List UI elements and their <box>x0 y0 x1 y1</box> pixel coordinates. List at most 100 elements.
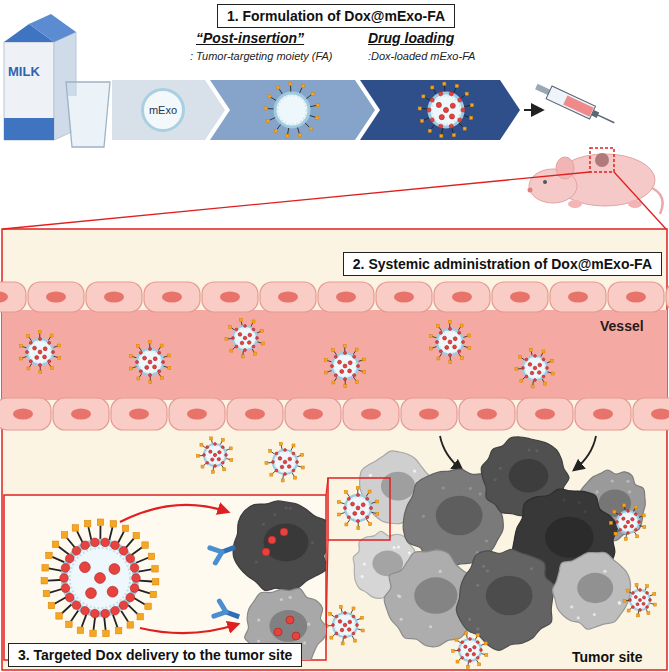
exosome-membrane <box>332 353 358 379</box>
cell-texture <box>289 507 292 510</box>
dox-drug <box>38 350 42 354</box>
dox-drug <box>430 98 434 102</box>
dox-drug <box>252 328 255 331</box>
dox-drug <box>366 516 369 519</box>
dox-drug <box>636 603 639 606</box>
syringe-liquid <box>563 95 594 116</box>
fr-receptor <box>214 601 242 624</box>
dox-drug <box>288 457 292 461</box>
dox-drug <box>211 458 214 461</box>
dox-drug <box>296 461 299 464</box>
cell-nucleus <box>71 409 91 420</box>
cell-texture <box>469 487 472 490</box>
exosome <box>325 605 364 645</box>
exosome-membrane <box>345 495 371 521</box>
endothelial-cell <box>492 282 548 312</box>
folic-acid <box>431 86 434 89</box>
folic-acid <box>653 603 656 606</box>
cell-nucleus <box>187 409 207 420</box>
folic-acid <box>428 129 431 132</box>
dox-drug <box>111 541 120 550</box>
dox-drug <box>464 645 467 648</box>
mouse-eye <box>543 180 547 184</box>
exosome-membrane <box>275 93 309 127</box>
exosome-membrane <box>437 329 463 355</box>
dox-drug <box>65 593 74 602</box>
dox-drug <box>642 602 645 605</box>
dox-drug <box>274 628 282 636</box>
dox-drug <box>72 546 81 555</box>
dox-drug <box>338 360 342 364</box>
folic-acid <box>614 532 617 535</box>
dox-drug <box>361 503 365 507</box>
folic-acid <box>363 370 366 373</box>
dox-drug <box>643 596 646 599</box>
cell-texture <box>603 570 606 573</box>
folic-acid <box>623 599 626 602</box>
dox-drug <box>244 349 247 352</box>
folic-acid <box>103 630 109 636</box>
dox-drug <box>283 460 287 464</box>
folic-acid <box>344 385 347 388</box>
dox-drug <box>348 620 352 624</box>
folic-acid <box>422 95 425 98</box>
dox-drug <box>430 118 434 122</box>
dox-drug <box>458 331 461 334</box>
folic-acid <box>261 342 264 345</box>
tumor-bump <box>595 153 609 167</box>
exosome <box>19 330 61 373</box>
dox-drug <box>448 340 452 344</box>
dox-drug <box>533 366 537 370</box>
endothelial-cell <box>401 398 457 430</box>
folic-acid <box>542 350 545 353</box>
folic-acid <box>463 127 466 130</box>
endothelial-cell <box>575 398 631 430</box>
exosome-inner-layer <box>439 331 461 353</box>
cell-texture <box>255 561 258 564</box>
cell-texture <box>482 565 485 568</box>
dox-drug <box>634 528 637 531</box>
cell-nucleus <box>568 292 588 303</box>
syringe-needle <box>598 115 614 123</box>
dox-drug <box>153 365 157 369</box>
dox-drug <box>361 511 365 515</box>
dox-drug <box>352 632 355 635</box>
folic-acid <box>627 609 630 612</box>
folic-acid <box>468 346 471 349</box>
cell-nucleus <box>510 292 530 303</box>
dox-drug <box>107 586 118 597</box>
dox-drug <box>453 337 457 341</box>
dox-drug <box>522 367 525 370</box>
zoom-line <box>614 172 666 229</box>
folic-acid <box>311 92 314 95</box>
dox-drug <box>81 541 90 550</box>
tumor-nucleus <box>414 577 457 613</box>
exosome <box>265 442 304 482</box>
dox-drug <box>35 356 39 360</box>
exosome-inner-layer <box>432 96 461 125</box>
syringe-barrel <box>546 86 595 119</box>
folic-acid <box>361 616 364 619</box>
cell-texture <box>476 584 479 587</box>
tumor-cell <box>456 549 554 650</box>
exosome-membrane <box>204 444 226 466</box>
endothelial-cell <box>459 398 515 430</box>
folic-acid <box>337 513 340 516</box>
folic-acid <box>161 377 164 380</box>
syringe <box>533 80 617 129</box>
folic-acid <box>77 627 83 633</box>
folic-acid <box>51 367 54 370</box>
dox-drug <box>353 355 356 358</box>
cell-nucleus <box>477 409 497 420</box>
dox-drug <box>135 360 138 363</box>
dox-drug <box>458 118 462 122</box>
dox-drug <box>461 656 464 659</box>
step-heading: Drug loading <box>368 30 454 47</box>
dox-drug <box>145 366 149 370</box>
dox-drug <box>48 341 51 344</box>
cell-texture <box>262 523 265 526</box>
cell-texture <box>577 616 580 619</box>
exosome <box>264 82 319 137</box>
glass <box>66 82 110 147</box>
dox-drug <box>218 451 221 454</box>
